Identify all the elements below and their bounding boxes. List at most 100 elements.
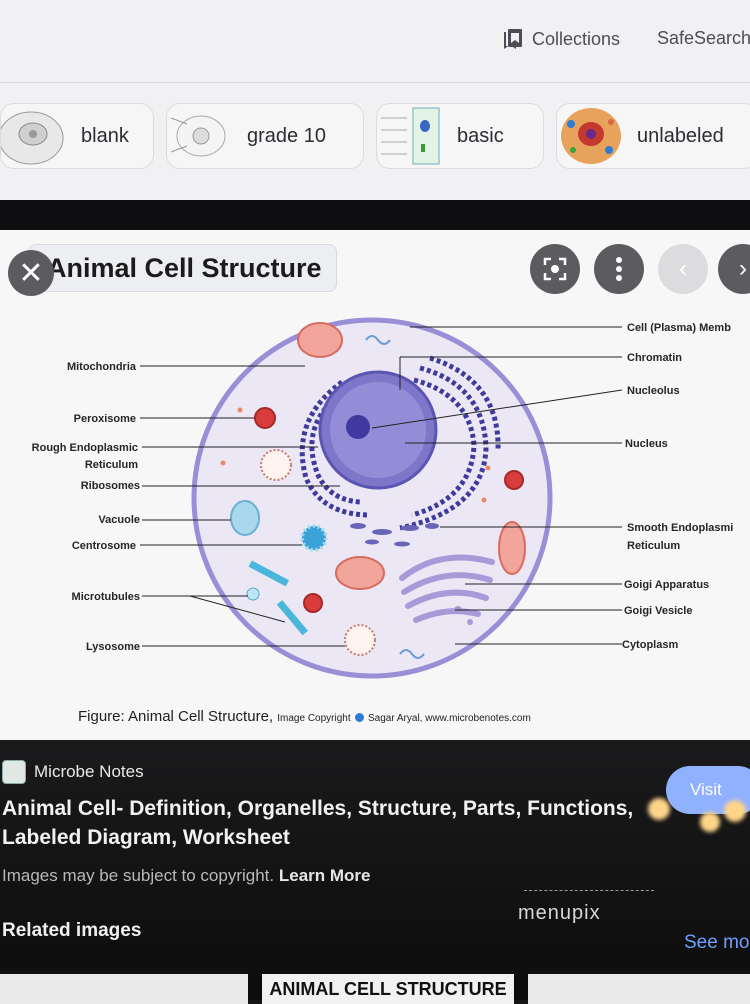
golgi-vesicle bbox=[467, 619, 473, 625]
lens-icon bbox=[543, 257, 567, 281]
chip-basic[interactable]: basic bbox=[376, 103, 544, 169]
chip-label: basic bbox=[457, 124, 504, 147]
close-button[interactable]: ✕ bbox=[8, 250, 54, 296]
caption-main: Figure: Animal Cell Structure, bbox=[78, 708, 274, 725]
previous-button[interactable]: ‹ bbox=[658, 244, 708, 294]
label-peroxisome: Peroxisome bbox=[74, 413, 136, 425]
image-title-text: Animal Cell Structure bbox=[47, 252, 322, 283]
result-details: Microbe Notes Animal Cell- Definition, O… bbox=[0, 740, 750, 1004]
figure-caption: Figure: Animal Cell Structure, Image Cop… bbox=[78, 708, 531, 725]
dot bbox=[220, 460, 226, 466]
label-ribosomes: Ribosomes bbox=[81, 480, 140, 492]
related-thumbnail[interactable] bbox=[528, 974, 750, 1004]
label-lysosome: Lysosome bbox=[86, 641, 140, 653]
image-preview-panel: Mitochondria Peroxisome Rough Endoplasmi… bbox=[0, 230, 750, 740]
label-golgi-vesicle: Goigi Vesicle bbox=[624, 605, 692, 617]
chip-thumbnail bbox=[561, 108, 621, 164]
label-rough-er: Rough Endoplasmic bbox=[32, 442, 138, 454]
label-cytoplasm: Cytoplasm bbox=[622, 639, 678, 651]
collections-label: Collections bbox=[532, 28, 621, 49]
close-icon: ✕ bbox=[18, 256, 44, 290]
watermark: menupix bbox=[518, 902, 601, 924]
watermark-line bbox=[524, 890, 654, 891]
peroxisome-3 bbox=[303, 593, 323, 613]
microtubule-1 bbox=[248, 560, 289, 587]
squiggle bbox=[399, 649, 425, 659]
result-title-link[interactable]: Animal Cell- Definition, Organelles, Str… bbox=[2, 797, 634, 849]
label-golgi-apparatus: Goigi Apparatus bbox=[624, 579, 709, 591]
label-vacuole: Vacuole bbox=[98, 514, 140, 526]
light-reflection bbox=[724, 800, 746, 822]
mitochondrion-bottom bbox=[335, 556, 385, 590]
label-mitochondria: Mitochondria bbox=[67, 361, 137, 373]
related-thumbnail-text: ANIMAL CELL STRUCTURE bbox=[269, 978, 507, 999]
vacuole bbox=[230, 500, 260, 536]
collections-button[interactable]: Collections bbox=[502, 24, 620, 54]
label-microtubules: Microtubules bbox=[72, 591, 140, 603]
image-title: Animal Cell Structure bbox=[28, 244, 337, 292]
chromatin-shape bbox=[330, 382, 426, 478]
chip-thumbnail bbox=[170, 115, 226, 157]
peroxisome bbox=[254, 407, 276, 429]
see-more-link[interactable]: See mo bbox=[684, 932, 750, 953]
animal-cell-diagram: Mitochondria Peroxisome Rough Endoplasmi… bbox=[32, 317, 733, 679]
chip-label: grade 10 bbox=[247, 124, 326, 147]
lysosome bbox=[344, 624, 376, 656]
golgi-apparatus bbox=[399, 554, 495, 623]
chip-label: unlabeled bbox=[637, 124, 724, 147]
related-thumbnail[interactable] bbox=[0, 974, 248, 1004]
label-smooth-er: Smooth Endoplasmi bbox=[627, 522, 733, 534]
chip-blank[interactable]: blank bbox=[0, 103, 154, 169]
nucleolus-shape bbox=[346, 415, 370, 439]
divider bbox=[0, 82, 750, 83]
label-nucleolus: Nucleolus bbox=[627, 385, 680, 397]
squiggle bbox=[365, 335, 391, 345]
chip-grade-10[interactable]: grade 10 bbox=[166, 103, 364, 169]
label-chromatin: Chromatin bbox=[627, 352, 682, 364]
dot bbox=[237, 407, 243, 413]
peroxisome-2 bbox=[504, 470, 524, 490]
dot bbox=[481, 497, 487, 503]
more-vert-icon bbox=[616, 257, 622, 281]
light-reflection bbox=[700, 812, 720, 832]
leader-lines bbox=[140, 326, 623, 647]
related-thumbnail[interactable]: ANIMAL CELL STRUCTURE bbox=[262, 974, 514, 1004]
dot bbox=[485, 465, 491, 471]
chip-unlabeled[interactable]: unlabeled bbox=[556, 103, 750, 169]
source-link[interactable]: Microbe Notes bbox=[2, 760, 144, 784]
chevron-right-icon: › bbox=[739, 255, 747, 282]
chevron-left-icon: ‹ bbox=[679, 255, 687, 282]
microtubule-end bbox=[246, 587, 260, 601]
light-reflection bbox=[648, 798, 670, 820]
related-images-heading: Related images bbox=[2, 920, 142, 941]
caption-copyright: Image Copyright bbox=[277, 713, 351, 724]
centrosome bbox=[300, 524, 328, 552]
visual-search-button[interactable] bbox=[530, 244, 580, 294]
label-rough-er-2: Reticulum bbox=[85, 459, 138, 471]
chip-thumbnail bbox=[1, 111, 64, 165]
chip-thumbnail bbox=[381, 107, 440, 165]
caption-author: Sagar Aryal, www.microbenotes.com bbox=[367, 713, 531, 724]
label-cell-membrane: Cell (Plasma) Memb bbox=[627, 322, 731, 334]
smooth-er bbox=[350, 523, 439, 547]
mitochondrion-right bbox=[498, 521, 526, 575]
vesicle-ring bbox=[260, 449, 292, 481]
search-header: Collections SafeSearch blank grade 10 ba… bbox=[0, 0, 750, 200]
safesearch-button[interactable]: SafeSearch bbox=[657, 28, 750, 48]
more-options-button[interactable] bbox=[594, 244, 644, 294]
mitochondrion-top bbox=[297, 322, 343, 358]
label-centrosome: Centrosome bbox=[72, 540, 136, 552]
label-smooth-er-2: Reticulum bbox=[627, 540, 680, 552]
site-favicon-icon bbox=[2, 760, 26, 784]
chip-label: blank bbox=[81, 124, 129, 147]
copyright-icon bbox=[354, 712, 364, 722]
microtubule-2 bbox=[276, 600, 308, 636]
viewer-top-edge bbox=[0, 200, 750, 230]
bookmark-icon bbox=[504, 29, 522, 49]
source-name: Microbe Notes bbox=[34, 762, 144, 781]
label-nucleus: Nucleus bbox=[625, 438, 668, 450]
next-button[interactable]: › bbox=[718, 244, 750, 294]
copyright-notice: Images may be subject to copyright. Lear… bbox=[2, 866, 371, 886]
learn-more-link[interactable]: Learn More bbox=[278, 866, 371, 885]
copyright-text: Images may be subject to copyright. bbox=[2, 866, 275, 885]
